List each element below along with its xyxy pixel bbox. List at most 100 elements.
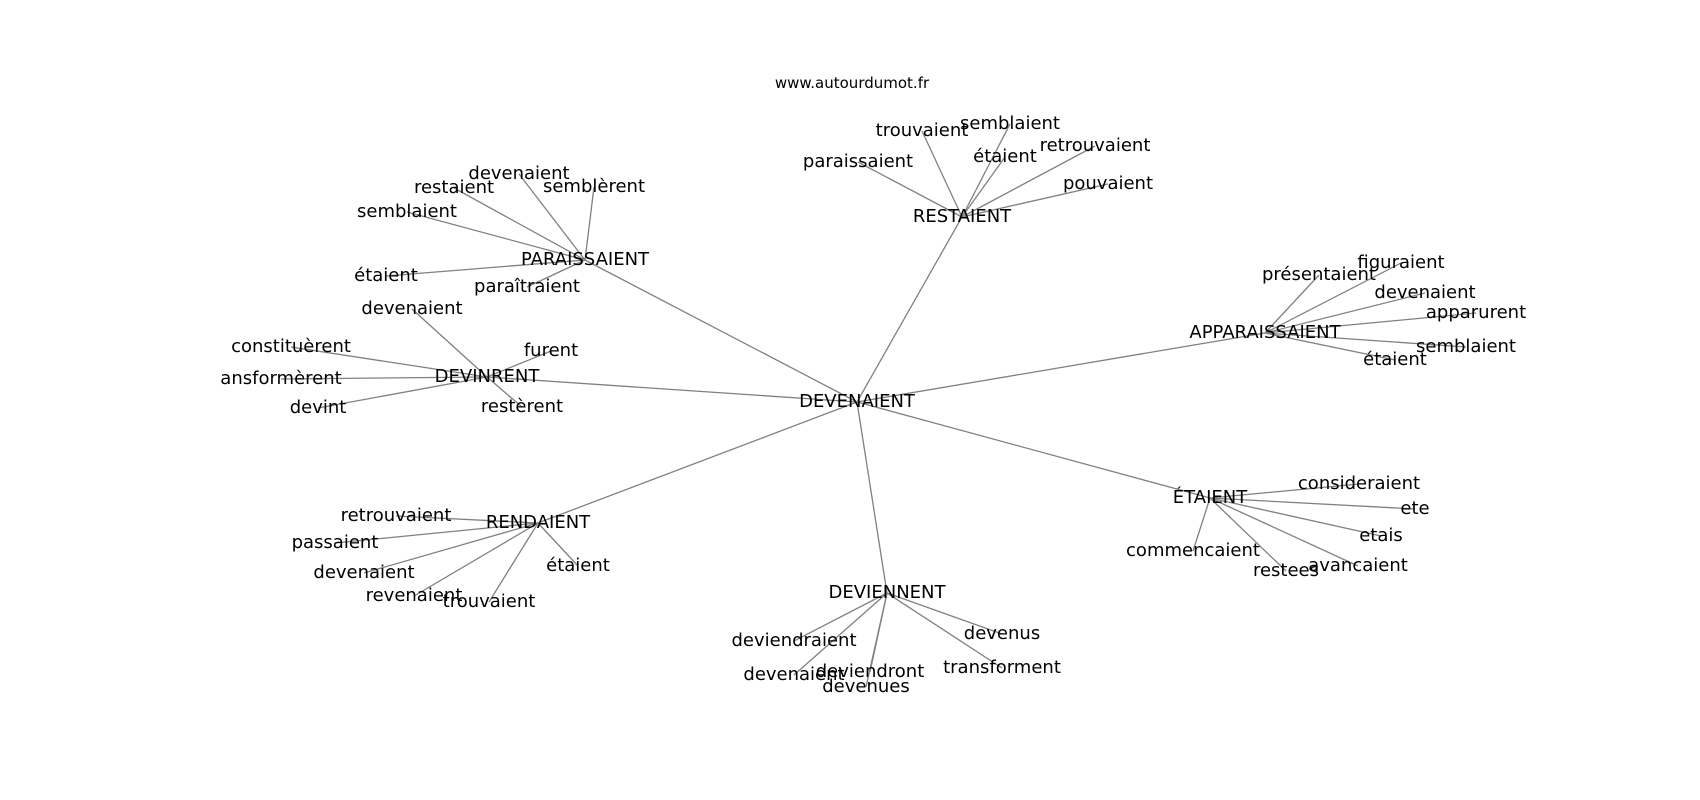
edge-hub-leaf (453, 187, 586, 261)
leaf-node-label: devenus (964, 623, 1040, 644)
edge-hub-leaf (1264, 292, 1426, 334)
leaf-node-label: avancaient (1308, 555, 1408, 576)
hub-node-label: DEVIENNENT (829, 582, 947, 603)
edge-hub-leaf (1209, 483, 1360, 499)
edge-hub-leaf (280, 376, 488, 380)
edge-hub-leaf (334, 522, 539, 544)
edge-hub-leaf (385, 259, 586, 277)
edge-center-hub (486, 376, 858, 403)
leaf-node-label: semblaient (960, 113, 1060, 134)
edge-hub-leaf (290, 346, 488, 378)
leaf-node-label: devenaient (468, 163, 569, 184)
leaf-node-label: deviendront (816, 661, 925, 682)
edge-hub-leaf (961, 156, 1006, 218)
leaf-node-label: devint (290, 397, 347, 418)
edge-hub-leaf (793, 592, 888, 676)
edge-hub-leaf (537, 522, 579, 567)
edge-center-hub (537, 401, 858, 524)
leaf-node-label: devenues (822, 676, 910, 697)
leaf-node-label: étaient (546, 555, 610, 576)
leaf-node-label: semblaient (1416, 336, 1516, 357)
edge-hub-leaf (486, 376, 523, 408)
edge-center-hub (856, 401, 888, 594)
leaf-node-label: ete (1400, 498, 1429, 519)
leaf-node-label: consideraient (1298, 473, 1420, 494)
edge-hub-leaf (865, 592, 888, 688)
edge-hub-leaf (317, 376, 488, 409)
edge-hub-leaf (1264, 332, 1396, 361)
edge-hub-leaf (486, 350, 552, 378)
edge-hub-leaf (921, 130, 963, 218)
edge-hub-leaf (961, 123, 1011, 218)
leaf-node-label: deviendraient (731, 630, 856, 651)
edge-hub-leaf (1209, 497, 1287, 572)
leaf-node-label: furent (524, 340, 578, 361)
edge-hub-leaf (1209, 497, 1359, 567)
leaf-node-label: revenaient (366, 585, 463, 606)
edge-hub-leaf (961, 183, 1109, 218)
leaf-node-label: etais (1359, 525, 1403, 546)
leaf-node-label: apparurent (1426, 302, 1526, 323)
edge-hub-leaf (1264, 312, 1477, 334)
leaf-node-label: paraissaient (803, 151, 913, 172)
edge-center-hub (856, 332, 1266, 403)
edge-hub-leaf (488, 522, 539, 603)
leaf-node-label: retrouvaient (1040, 135, 1151, 156)
edge-hub-leaf (395, 515, 539, 524)
leaf-node-label: pouvaient (1063, 173, 1153, 194)
leaf-node-label: retrouvaient (341, 505, 452, 526)
edge-hub-leaf (961, 145, 1096, 218)
hub-node-label: DEVINRENT (435, 366, 541, 387)
edge-hub-leaf (1264, 274, 1320, 334)
edge-hub-leaf (406, 211, 586, 261)
leaf-node-label: étaient (354, 265, 418, 286)
edge-hub-leaf (1192, 497, 1211, 552)
edge-hub-leaf (1209, 497, 1416, 510)
edge-hub-leaf (1264, 332, 1467, 348)
leaf-node-label: trouvaient (443, 591, 536, 612)
edge-hub-leaf (411, 308, 488, 378)
leaf-node-label: figuraient (1357, 252, 1444, 273)
leaf-node-label: constituèrent (231, 336, 351, 357)
leaf-node-label: paraîtraient (474, 276, 580, 297)
edge-hub-leaf (526, 259, 586, 288)
source-label: www.autourdumot.fr (775, 74, 930, 92)
edge-hub-leaf (1264, 262, 1402, 334)
hub-node-label: RENDAIENT (486, 512, 591, 533)
leaf-node-label: ansformèrent (220, 368, 341, 389)
leaf-node-label: passaient (292, 532, 379, 553)
edge-hub-leaf (584, 186, 595, 261)
leaf-node-label: restees (1253, 560, 1319, 581)
leaf-node-label: présentaient (1262, 264, 1376, 285)
edge-center-hub (584, 259, 858, 403)
center-node-label: DEVENAIENT (799, 391, 916, 412)
leaf-node-label: commencaient (1126, 540, 1260, 561)
edge-hub-leaf (886, 592, 1003, 669)
hub-node-label: RESTAIENT (913, 206, 1012, 227)
edge-hub-leaf (857, 161, 963, 218)
leaf-node-label: restèrent (481, 396, 563, 417)
hub-node-label: APPARAISSAIENT (1189, 322, 1341, 343)
leaf-node-label: restaient (414, 177, 494, 198)
edge-hub-leaf (518, 173, 586, 261)
leaf-node-label: semblèrent (543, 176, 645, 197)
hub-node-label: PARAISSAIENT (521, 249, 650, 270)
leaf-node-label: transforment (943, 657, 1061, 678)
leaf-node-label: devenaient (361, 298, 462, 319)
leaf-node-label: devenaient (1374, 282, 1475, 303)
leaf-node-label: trouvaient (876, 120, 969, 141)
edges-layer (280, 123, 1477, 688)
leaf-node-label: devenaient (743, 664, 844, 685)
edge-hub-leaf (363, 522, 539, 574)
leaf-node-label: semblaient (357, 201, 457, 222)
edge-hub-leaf (886, 592, 1003, 635)
hub-node-label: ÉTAIENT (1173, 486, 1248, 508)
labels-layer: DEVENAIENTPARAISSAIENTdevenaientrestaien… (220, 113, 1526, 697)
edge-center-hub (856, 216, 963, 403)
edge-hub-leaf (413, 522, 539, 597)
edge-center-hub (856, 401, 1211, 499)
leaf-node-label: étaient (1363, 349, 1427, 370)
leaf-node-label: étaient (973, 146, 1037, 167)
edge-hub-leaf (1209, 497, 1382, 537)
